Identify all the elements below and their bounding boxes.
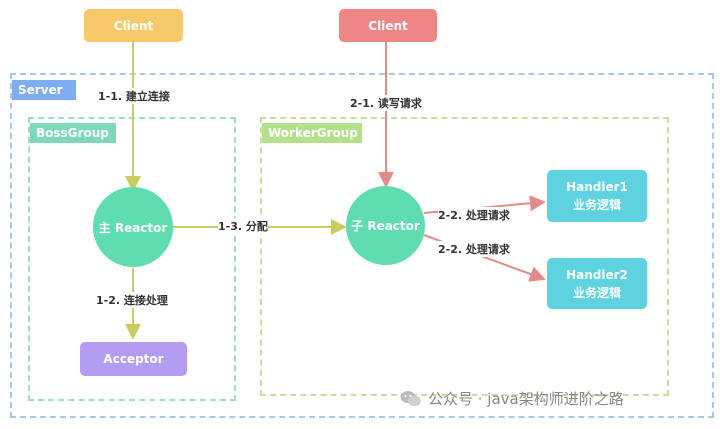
worker-group-tag: WorkerGroup xyxy=(262,123,362,143)
acceptor-node: Acceptor xyxy=(80,342,187,376)
client-right-node: Client xyxy=(339,9,437,42)
watermark: 公众号 · java架构师进阶之路 xyxy=(400,388,624,409)
handler1-node: Handler1 业务逻辑 xyxy=(547,170,647,222)
edge-label-read-write: 2-1. 读写请求 xyxy=(350,95,422,111)
main-reactor-node: 主 Reactor xyxy=(93,187,173,267)
wechat-icon xyxy=(400,390,421,406)
handler2-node: Handler2 业务逻辑 xyxy=(547,258,647,309)
handler1-subtitle: 业务逻辑 xyxy=(572,198,621,212)
client-left-node: Client xyxy=(84,9,183,42)
edge-label-accept-handle: 1-2. 连接处理 xyxy=(96,292,168,308)
server-tag: Server xyxy=(12,80,76,100)
watermark-text: 公众号 · java架构师进阶之路 xyxy=(428,390,624,408)
edge-label-process-2: 2-2. 处理请求 xyxy=(438,241,510,257)
edge-label-dispatch: 1-3. 分配 xyxy=(218,218,268,234)
boss-group-tag: BossGroup xyxy=(30,123,116,143)
edge-label-connect: 1-1. 建立连接 xyxy=(98,88,170,104)
server-frame xyxy=(10,73,714,418)
handler2-subtitle: 业务逻辑 xyxy=(572,285,621,300)
sub-reactor-node: 子 Reactor xyxy=(346,186,425,265)
handler1-title: Handler1 xyxy=(566,180,628,194)
handler2-title: Handler2 xyxy=(566,267,628,282)
edge-label-process-1: 2-2. 处理请求 xyxy=(438,207,510,223)
worker-group-frame xyxy=(260,117,669,396)
